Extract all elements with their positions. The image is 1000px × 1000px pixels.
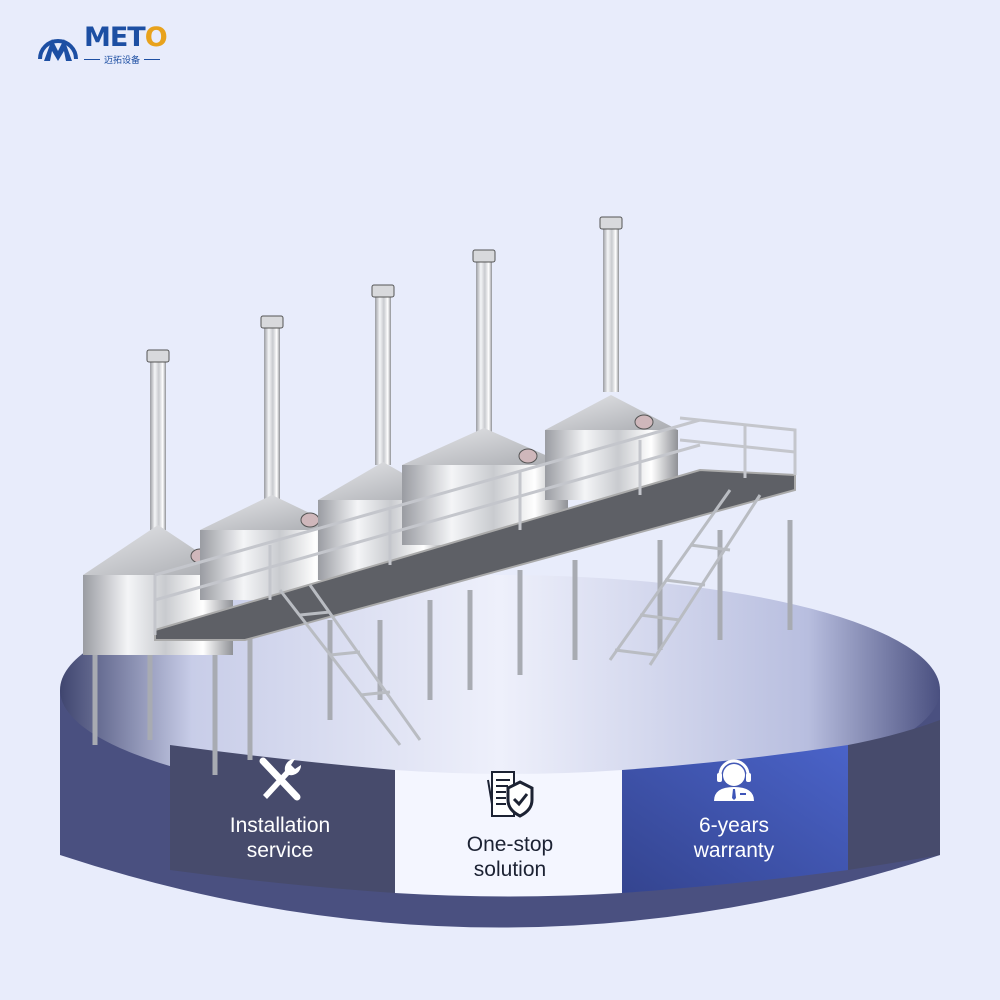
panel-one-stop (395, 770, 622, 897)
panel-installation (170, 745, 395, 893)
podium (60, 575, 940, 928)
stairs (278, 489, 762, 746)
feature-label: One-stop solution (466, 833, 554, 881)
support-legs (92, 520, 793, 775)
feature-warranty: 6-years warranty (634, 755, 834, 863)
panel-warranty (622, 745, 848, 893)
feature-installation-service: Installation service (180, 755, 380, 863)
tank-4 (402, 249, 568, 545)
tools-icon (259, 757, 302, 801)
handrails (153, 416, 797, 635)
brand-mark-icon (38, 39, 78, 61)
feature-label: 6-years warranty (693, 814, 775, 862)
tank-5 (545, 216, 678, 500)
brand-name: METO (84, 22, 168, 53)
document-shield-icon (487, 771, 534, 818)
feature-one-stop-solution: One-stop solution (410, 770, 610, 882)
operating-platform (153, 416, 797, 746)
tank-1 (83, 349, 233, 655)
brand-subtitle: 迈拓设备 (84, 53, 167, 66)
support-agent-icon (714, 759, 754, 801)
feature-label: Installation service (229, 814, 331, 862)
brand-logo: METO 迈拓设备 (36, 22, 168, 66)
